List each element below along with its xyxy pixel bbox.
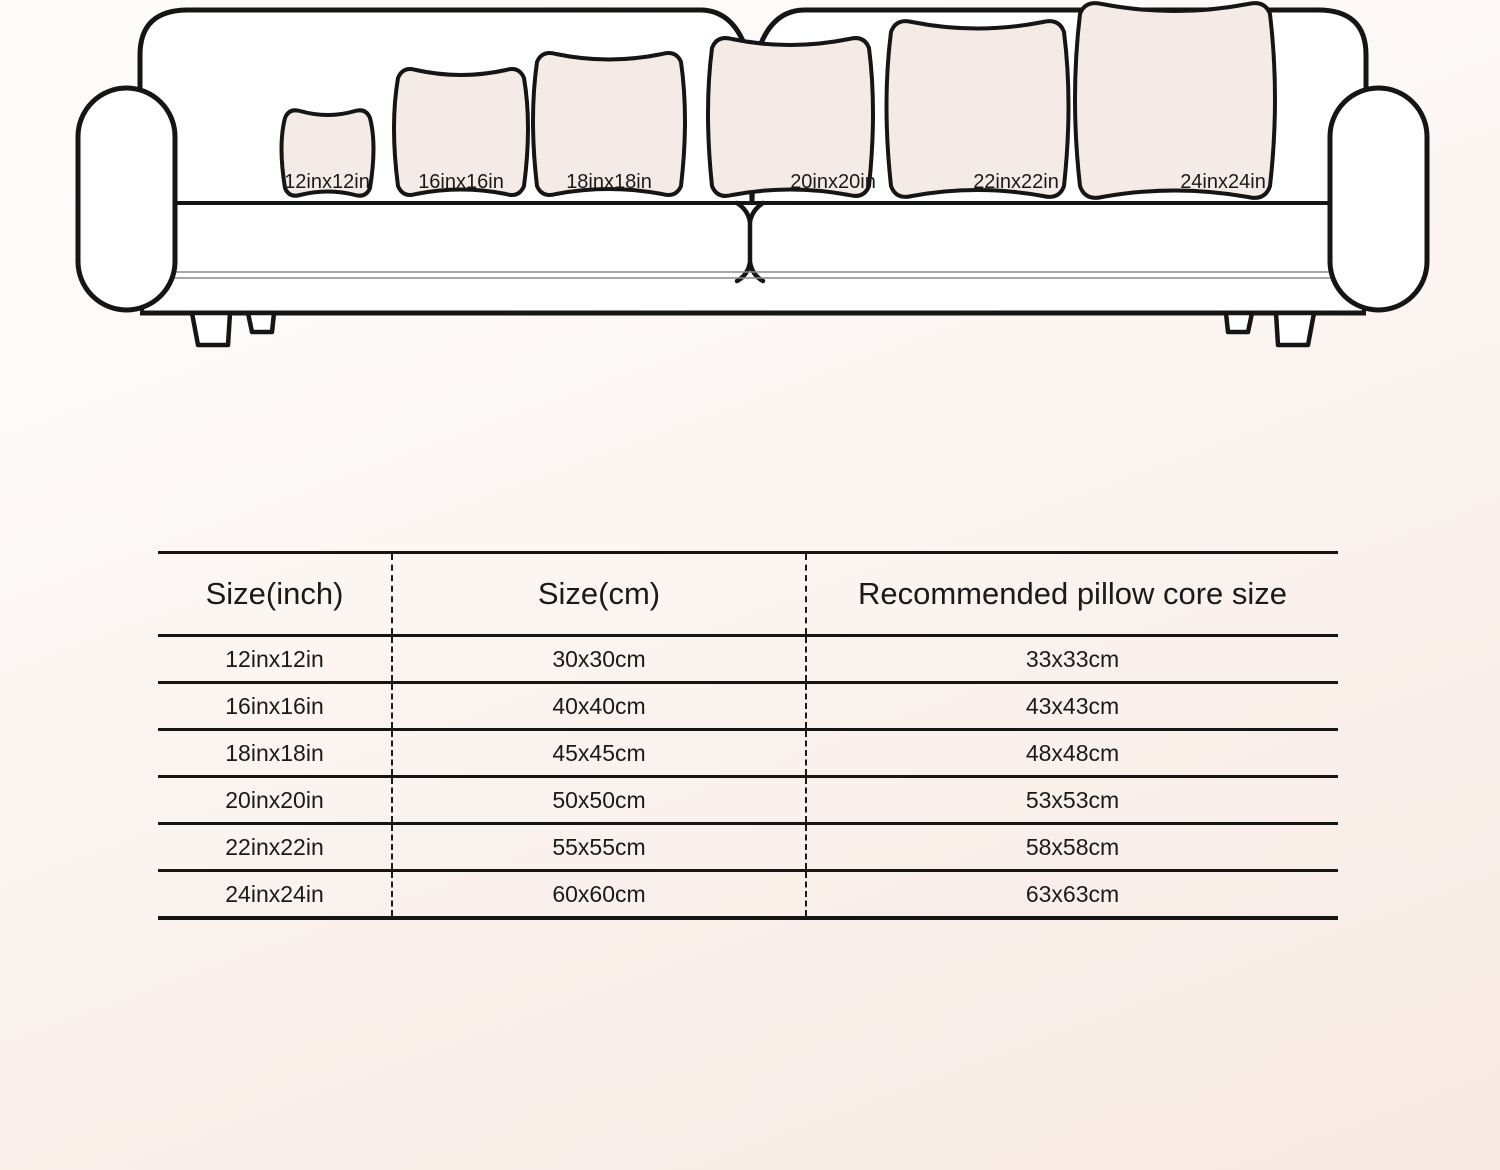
column-header-size-inch: Size(inch) xyxy=(158,551,392,637)
sofa-illustration: 12inx12in 16inx16in 18inx18in 20inx20in … xyxy=(75,1,1430,348)
cell-core-size: 58x58cm xyxy=(805,822,1338,872)
pillow-shape xyxy=(884,19,1071,199)
pillow-shape xyxy=(1073,1,1277,200)
sofa-center-seam xyxy=(734,200,766,284)
table-row: 24inx24in 60x60cm 63x63cm xyxy=(158,869,1338,920)
table-row: 16inx16in 40x40cm 43x43cm xyxy=(158,681,1338,731)
cell-size-inch: 12inx12in xyxy=(158,634,392,684)
pillow-size-chart: Size(inch) Size(cm) Recommended pillow c… xyxy=(158,551,1338,920)
sofa-armrest-left xyxy=(75,85,178,313)
pillow-18inx18in: 18inx18in xyxy=(531,51,687,197)
column-header-size-cm: Size(cm) xyxy=(391,551,806,637)
cell-size-cm: 45x45cm xyxy=(391,728,806,778)
sofa-leg-left-inner xyxy=(245,310,277,335)
pillow-20inx20in: 20inx20in xyxy=(706,36,876,198)
cell-size-inch: 24inx24in xyxy=(158,869,392,920)
header-row: Size(inch) Size(cm) Recommended pillow c… xyxy=(158,551,1338,637)
cell-size-inch: 18inx18in xyxy=(158,728,392,778)
cell-size-cm: 50x50cm xyxy=(391,775,806,825)
table-row: 20inx20in 50x50cm 53x53cm xyxy=(158,775,1338,825)
sofa-leg-right-outer xyxy=(1273,310,1317,348)
pillow-label: 20inx20in xyxy=(790,171,876,193)
pillow-label: 22inx22in xyxy=(973,171,1059,193)
pillow-label: 18inx18in xyxy=(566,171,652,193)
cell-core-size: 63x63cm xyxy=(805,869,1338,920)
table-row: 18inx18in 45x45cm 48x48cm xyxy=(158,728,1338,778)
pillow-22inx22in: 22inx22in xyxy=(884,19,1071,199)
pillow-label: 16inx16in xyxy=(418,171,504,193)
cell-size-cm: 30x30cm xyxy=(391,634,806,684)
pillow-12inx12in: 12inx12in xyxy=(279,108,376,198)
pillow-shape xyxy=(392,67,530,197)
pillow-label: 12inx12in xyxy=(284,171,370,193)
cell-size-inch: 22inx22in xyxy=(158,822,392,872)
cell-core-size: 33x33cm xyxy=(805,634,1338,684)
pillow-label: 24inx24in xyxy=(1180,171,1266,193)
pillow-24inx24in: 24inx24in xyxy=(1073,1,1277,200)
sofa-seat-block xyxy=(140,202,1366,313)
table-header: Size(inch) Size(cm) Recommended pillow c… xyxy=(158,551,1338,637)
sofa-leg-right-inner xyxy=(1223,310,1255,335)
sofa-leg-left-outer xyxy=(189,310,233,348)
cell-core-size: 48x48cm xyxy=(805,728,1338,778)
size-chart-table: Size(inch) Size(cm) Recommended pillow c… xyxy=(158,551,1338,920)
pillow-16inx16in: 16inx16in xyxy=(392,67,530,197)
cell-size-inch: 16inx16in xyxy=(158,681,392,731)
table-row: 12inx12in 30x30cm 33x33cm xyxy=(158,634,1338,684)
table-body: 12inx12in 30x30cm 33x33cm 16inx16in 40x4… xyxy=(158,634,1338,920)
cell-size-inch: 20inx20in xyxy=(158,775,392,825)
pillow-shape xyxy=(531,51,687,197)
pillow-shape xyxy=(706,36,875,198)
cell-core-size: 53x53cm xyxy=(805,775,1338,825)
cell-size-cm: 55x55cm xyxy=(391,822,806,872)
cell-core-size: 43x43cm xyxy=(805,681,1338,731)
sofa-armrest-right xyxy=(1327,85,1430,313)
pillow-shape xyxy=(279,108,376,198)
table-row: 22inx22in 55x55cm 58x58cm xyxy=(158,822,1338,872)
cell-size-cm: 40x40cm xyxy=(391,681,806,731)
cell-size-cm: 60x60cm xyxy=(391,869,806,920)
column-header-recommended-core: Recommended pillow core size xyxy=(805,551,1338,637)
